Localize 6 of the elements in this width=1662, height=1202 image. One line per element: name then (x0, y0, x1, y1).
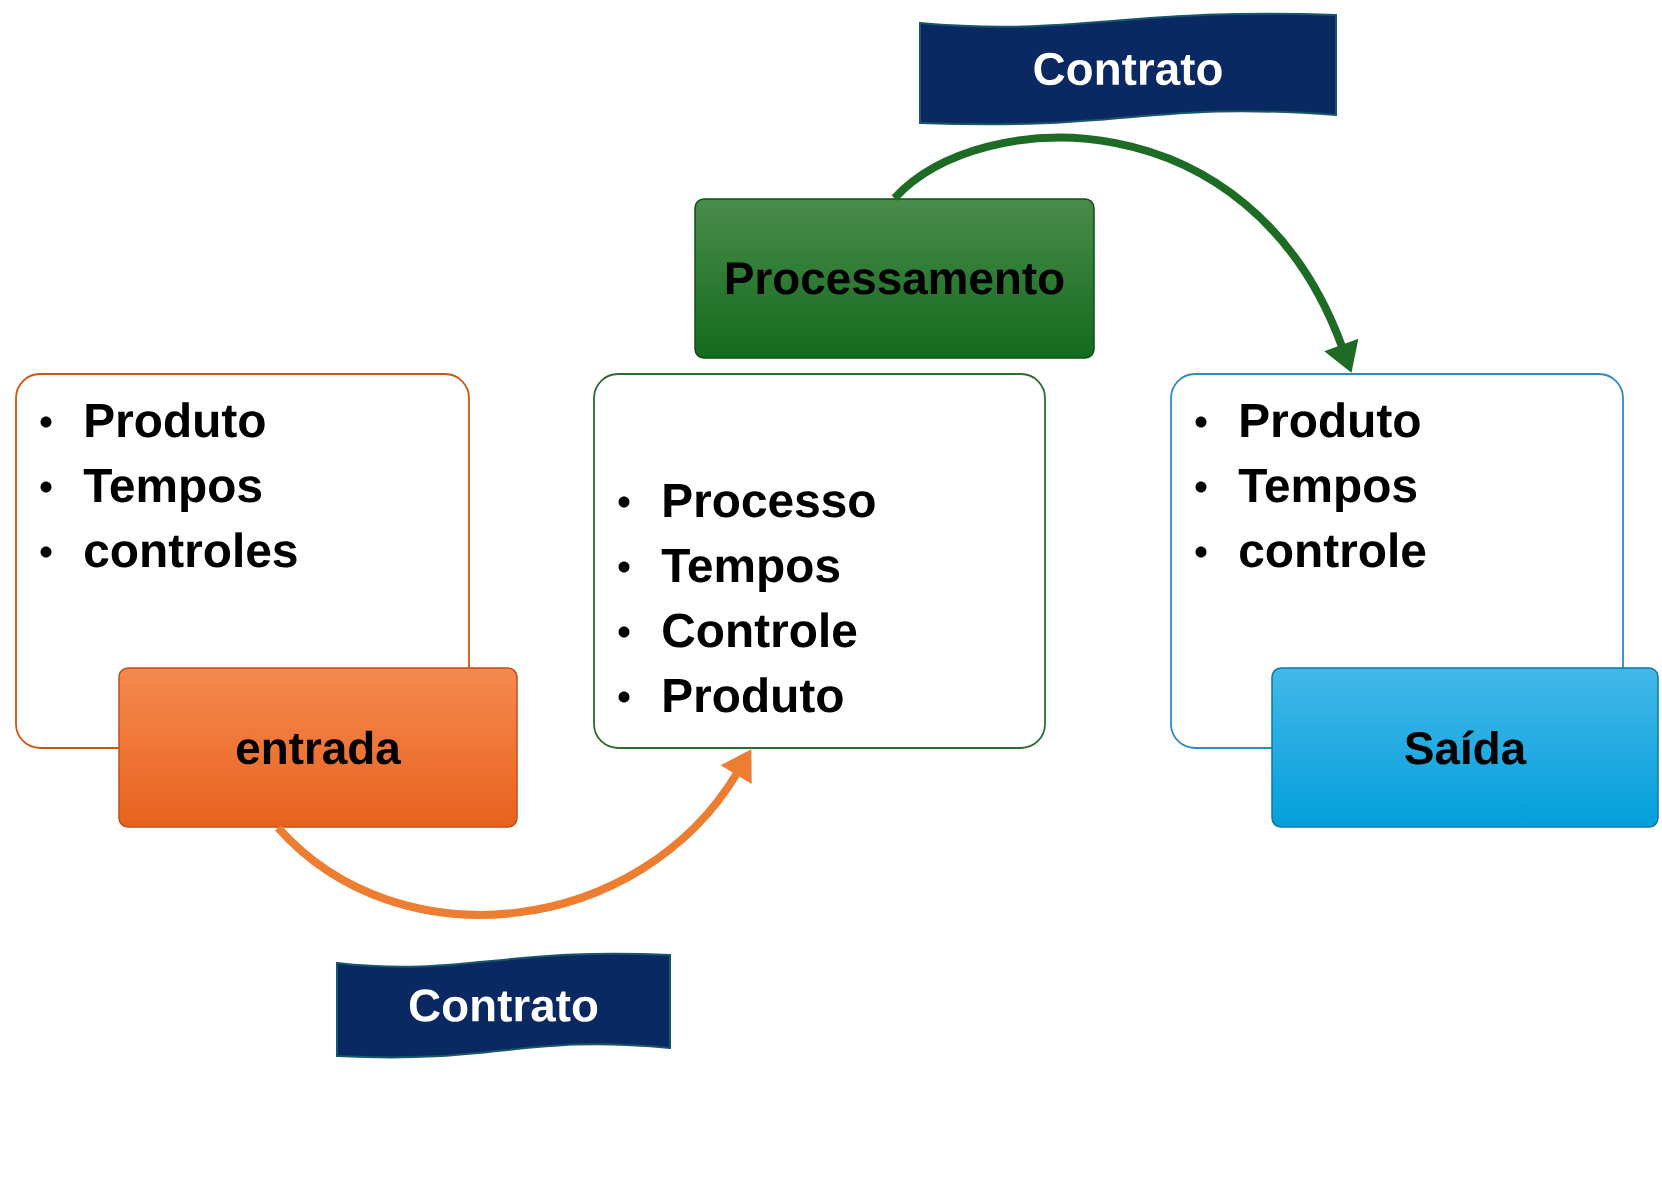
banner: Contrato (336, 952, 671, 1059)
label-tab: Processamento (694, 198, 1095, 359)
label-tab: entrada (118, 667, 518, 828)
label-tab: Saída (1271, 667, 1659, 828)
bullet-list-box: Processo Tempos Controle Produto (593, 373, 1046, 749)
banner: Contrato (919, 12, 1337, 126)
